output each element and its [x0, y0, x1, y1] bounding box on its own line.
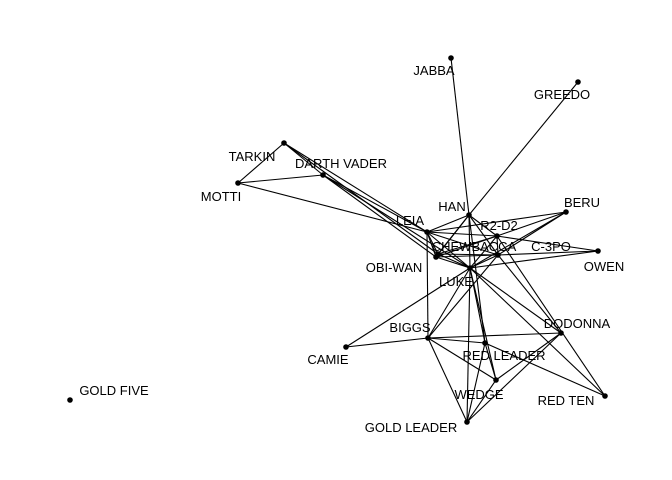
node-label-red-leader: RED LEADER — [462, 348, 545, 363]
node-label-beru: BERU — [564, 195, 600, 210]
node-label-gold-leader: GOLD LEADER — [365, 420, 457, 435]
node-wedge — [493, 377, 499, 383]
node-greedo — [575, 79, 581, 85]
edge-motti-leia — [237, 182, 428, 233]
edge-leia-beru — [426, 211, 567, 233]
node-motti — [235, 180, 241, 186]
node-r2-d2 — [494, 233, 500, 239]
edge-jabba-han — [450, 57, 470, 216]
edges-layer — [237, 57, 606, 423]
edge-red-leader-wedge — [484, 342, 497, 381]
edge-greedo-han — [468, 81, 579, 216]
edge-han-luke — [468, 214, 471, 269]
edge-luke-wedge — [469, 267, 497, 381]
node-beru — [563, 209, 569, 215]
edge-biggs-red-leader — [427, 337, 486, 344]
nodes-layer — [67, 55, 608, 425]
edge-r2-d2-owen — [496, 235, 599, 252]
edge-tarkin-motti — [237, 142, 285, 184]
edge-dodonna-gold-leader — [466, 332, 562, 423]
node-label-r2-d2: R2-D2 — [480, 218, 518, 233]
edge-leia-biggs — [426, 231, 429, 339]
edge-han-r2-d2 — [468, 214, 498, 237]
edge-red-leader-gold-leader — [466, 342, 486, 423]
node-biggs — [425, 335, 431, 341]
edge-motti-darth-vader — [237, 174, 324, 184]
node-camie — [343, 344, 349, 350]
node-red-ten — [602, 393, 608, 399]
edge-han-leia — [426, 214, 470, 233]
node-label-tarkin: TARKIN — [229, 149, 276, 164]
edge-c-3po-biggs — [427, 254, 499, 339]
edge-darth-vader-obi-wan — [322, 174, 437, 258]
edge-leia-r2-d2 — [426, 231, 498, 237]
edge-luke-biggs — [427, 267, 471, 339]
node-label-camie: CAMIE — [307, 352, 349, 367]
node-han — [466, 212, 472, 218]
edge-luke-gold-leader — [466, 267, 471, 423]
edge-biggs-camie — [345, 337, 429, 348]
node-luke — [467, 265, 473, 271]
node-label-motti: MOTTI — [201, 189, 241, 204]
node-leia — [424, 229, 430, 235]
node-label-owen: OWEN — [584, 259, 624, 274]
node-label-leia: LEIA — [396, 213, 425, 228]
edge-tarkin-leia — [283, 142, 428, 233]
labels-layer: JABBA GREEDO TARKIN DARTH VADER MOTTI HAN BERU… — [79, 63, 624, 435]
node-label-obi-wan: OBI-WAN — [366, 260, 423, 275]
node-label-c-3po: C-3PO — [531, 239, 571, 254]
node-dodonna — [558, 330, 564, 336]
edge-beru-luke — [469, 211, 567, 269]
node-label-dodonna: DODONNA — [544, 316, 611, 331]
node-gold-five — [67, 397, 73, 403]
node-c-3po — [495, 252, 501, 258]
edge-leia-c-3po — [426, 231, 499, 256]
node-label-jabba: JABBA — [413, 63, 455, 78]
node-darth-vader — [320, 172, 326, 178]
edge-r2-d2-beru — [496, 211, 567, 237]
node-label-chewbacca: CHEWBACCA — [432, 239, 517, 254]
edge-r2-d2-luke — [469, 235, 498, 269]
edge-biggs-gold-leader — [427, 337, 468, 423]
node-label-luke: LUKE — [439, 274, 473, 289]
edge-biggs-dodonna — [427, 332, 562, 339]
node-label-darth-vader: DARTH VADER — [295, 156, 387, 171]
node-label-biggs: BIGGS — [389, 320, 431, 335]
edge-leia-obi-wan — [426, 231, 437, 258]
edge-luke-camie — [345, 267, 471, 348]
node-gold-leader — [464, 419, 470, 425]
edge-darth-vader-luke — [322, 174, 471, 269]
edge-owen-luke — [469, 250, 599, 269]
edge-wedge-gold-leader — [466, 379, 497, 423]
edge-obi-wan-luke — [435, 256, 471, 269]
node-label-wedge: WEDGE — [454, 387, 503, 402]
edge-red-leader-red-ten — [484, 342, 606, 397]
edge-luke-red-ten — [469, 267, 606, 397]
node-label-han: HAN — [438, 199, 465, 214]
node-label-gold-five: GOLD FIVE — [79, 383, 149, 398]
edge-biggs-wedge — [427, 337, 497, 381]
edge-dodonna-wedge — [495, 332, 562, 381]
node-obi-wan — [433, 254, 439, 260]
edge-luke-dodonna — [469, 267, 562, 334]
node-tarkin — [281, 140, 287, 146]
edge-r2-d2-obi-wan — [435, 235, 498, 258]
node-jabba — [448, 55, 454, 61]
node-label-red-ten: RED TEN — [538, 393, 595, 408]
edge-c-3po-owen — [497, 250, 599, 256]
edge-leia-luke — [426, 231, 471, 269]
edge-darth-vader-leia — [322, 174, 428, 233]
node-label-greedo: GREEDO — [534, 87, 590, 102]
node-red-leader — [482, 340, 488, 346]
edge-han-obi-wan — [435, 214, 470, 258]
edge-c-3po-dodonna — [497, 254, 562, 334]
edge-r2-d2-red-ten — [496, 235, 606, 397]
edge-c-3po-obi-wan — [435, 254, 499, 258]
node-owen — [595, 248, 601, 254]
